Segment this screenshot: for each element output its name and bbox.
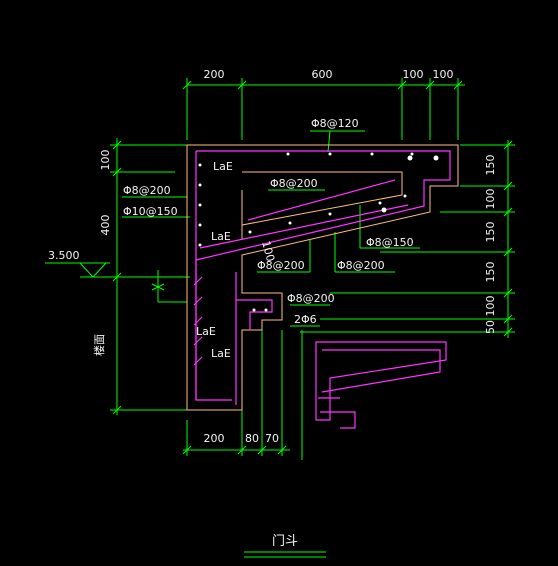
dim-top-2: 600: [312, 68, 333, 81]
concrete-outline: [186, 144, 459, 411]
rebar-label-bottom: Φ8@200: [287, 292, 335, 305]
dim-right-6: 50: [484, 320, 497, 334]
side-label: 楼面: [92, 334, 106, 356]
dim-left-2: 400: [99, 215, 112, 236]
dim-right-1: 150: [484, 155, 497, 176]
rebar-label-inner: Φ8@200: [270, 177, 318, 190]
rebar-lines: [193, 150, 451, 429]
anchor-label-2: LaE: [211, 230, 231, 243]
dim-top-4: 100: [433, 68, 454, 81]
level-label: 3.500: [48, 249, 80, 262]
dimension-lines: [45, 78, 515, 558]
rebar-label-bottom-main: 2Φ6: [294, 313, 317, 326]
anchor-label-4: LaE: [211, 347, 231, 360]
dim-right-5: 100: [484, 296, 497, 317]
dim-bottom-3: 70: [265, 432, 279, 445]
rebar-label-left-lower: Φ10@150: [123, 205, 178, 218]
rebar-points: [198, 152, 439, 312]
rebar-label-left-upper: Φ8@200: [123, 184, 171, 197]
dim-bottom-2: 80: [245, 432, 259, 445]
dim-right-4: 150: [484, 262, 497, 283]
anchor-label-1: LaE: [213, 160, 233, 173]
drawing-title: 门斗: [272, 534, 298, 549]
dim-top-3: 100: [403, 68, 424, 81]
dim-bottom-1: 200: [204, 432, 225, 445]
anchor-label-3: LaE: [196, 325, 216, 338]
rebar-label-lower-left: Φ8@200: [257, 259, 305, 272]
rebar-label-lower-mid: Φ8@200: [337, 259, 385, 272]
rebar-label-top: Φ8@120: [311, 117, 359, 130]
dim-top-1: 200: [204, 68, 225, 81]
slope-thickness-label: 100: [259, 239, 277, 263]
dim-right-2: 100: [484, 189, 497, 210]
dim-right-3: 150: [484, 222, 497, 243]
rebar-label-right: Φ8@150: [366, 236, 414, 249]
dim-left-1: 100: [99, 150, 112, 171]
